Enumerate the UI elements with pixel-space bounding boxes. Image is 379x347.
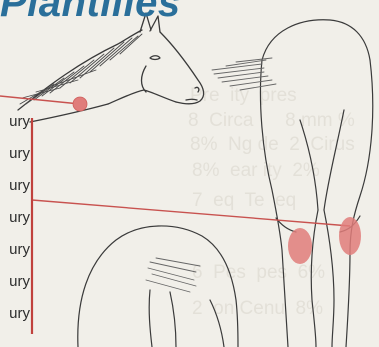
marker-dot-head <box>73 97 87 111</box>
mane-drawing <box>20 34 142 104</box>
highlight-hock-left <box>288 228 312 264</box>
rear-horse-drawing <box>260 20 372 347</box>
list-item: ury <box>0 238 30 261</box>
horse-head-drawing <box>18 13 204 122</box>
pointer-lines <box>0 96 350 226</box>
list-item: ury <box>0 206 30 229</box>
list-item: ury <box>0 110 30 133</box>
lower-tail-drawing <box>146 258 200 292</box>
list-item: ury <box>0 142 30 165</box>
pointer-line-head <box>0 96 80 104</box>
list-item: ury <box>0 302 30 325</box>
pointer-line-legs <box>32 200 350 226</box>
highlight-hock-right <box>339 217 361 255</box>
list-item: ury <box>0 270 30 293</box>
page-title: Plantilles <box>0 0 181 26</box>
list-item: ury <box>0 174 30 197</box>
lower-horse-drawing <box>78 226 238 347</box>
tail-drawing <box>212 58 276 90</box>
